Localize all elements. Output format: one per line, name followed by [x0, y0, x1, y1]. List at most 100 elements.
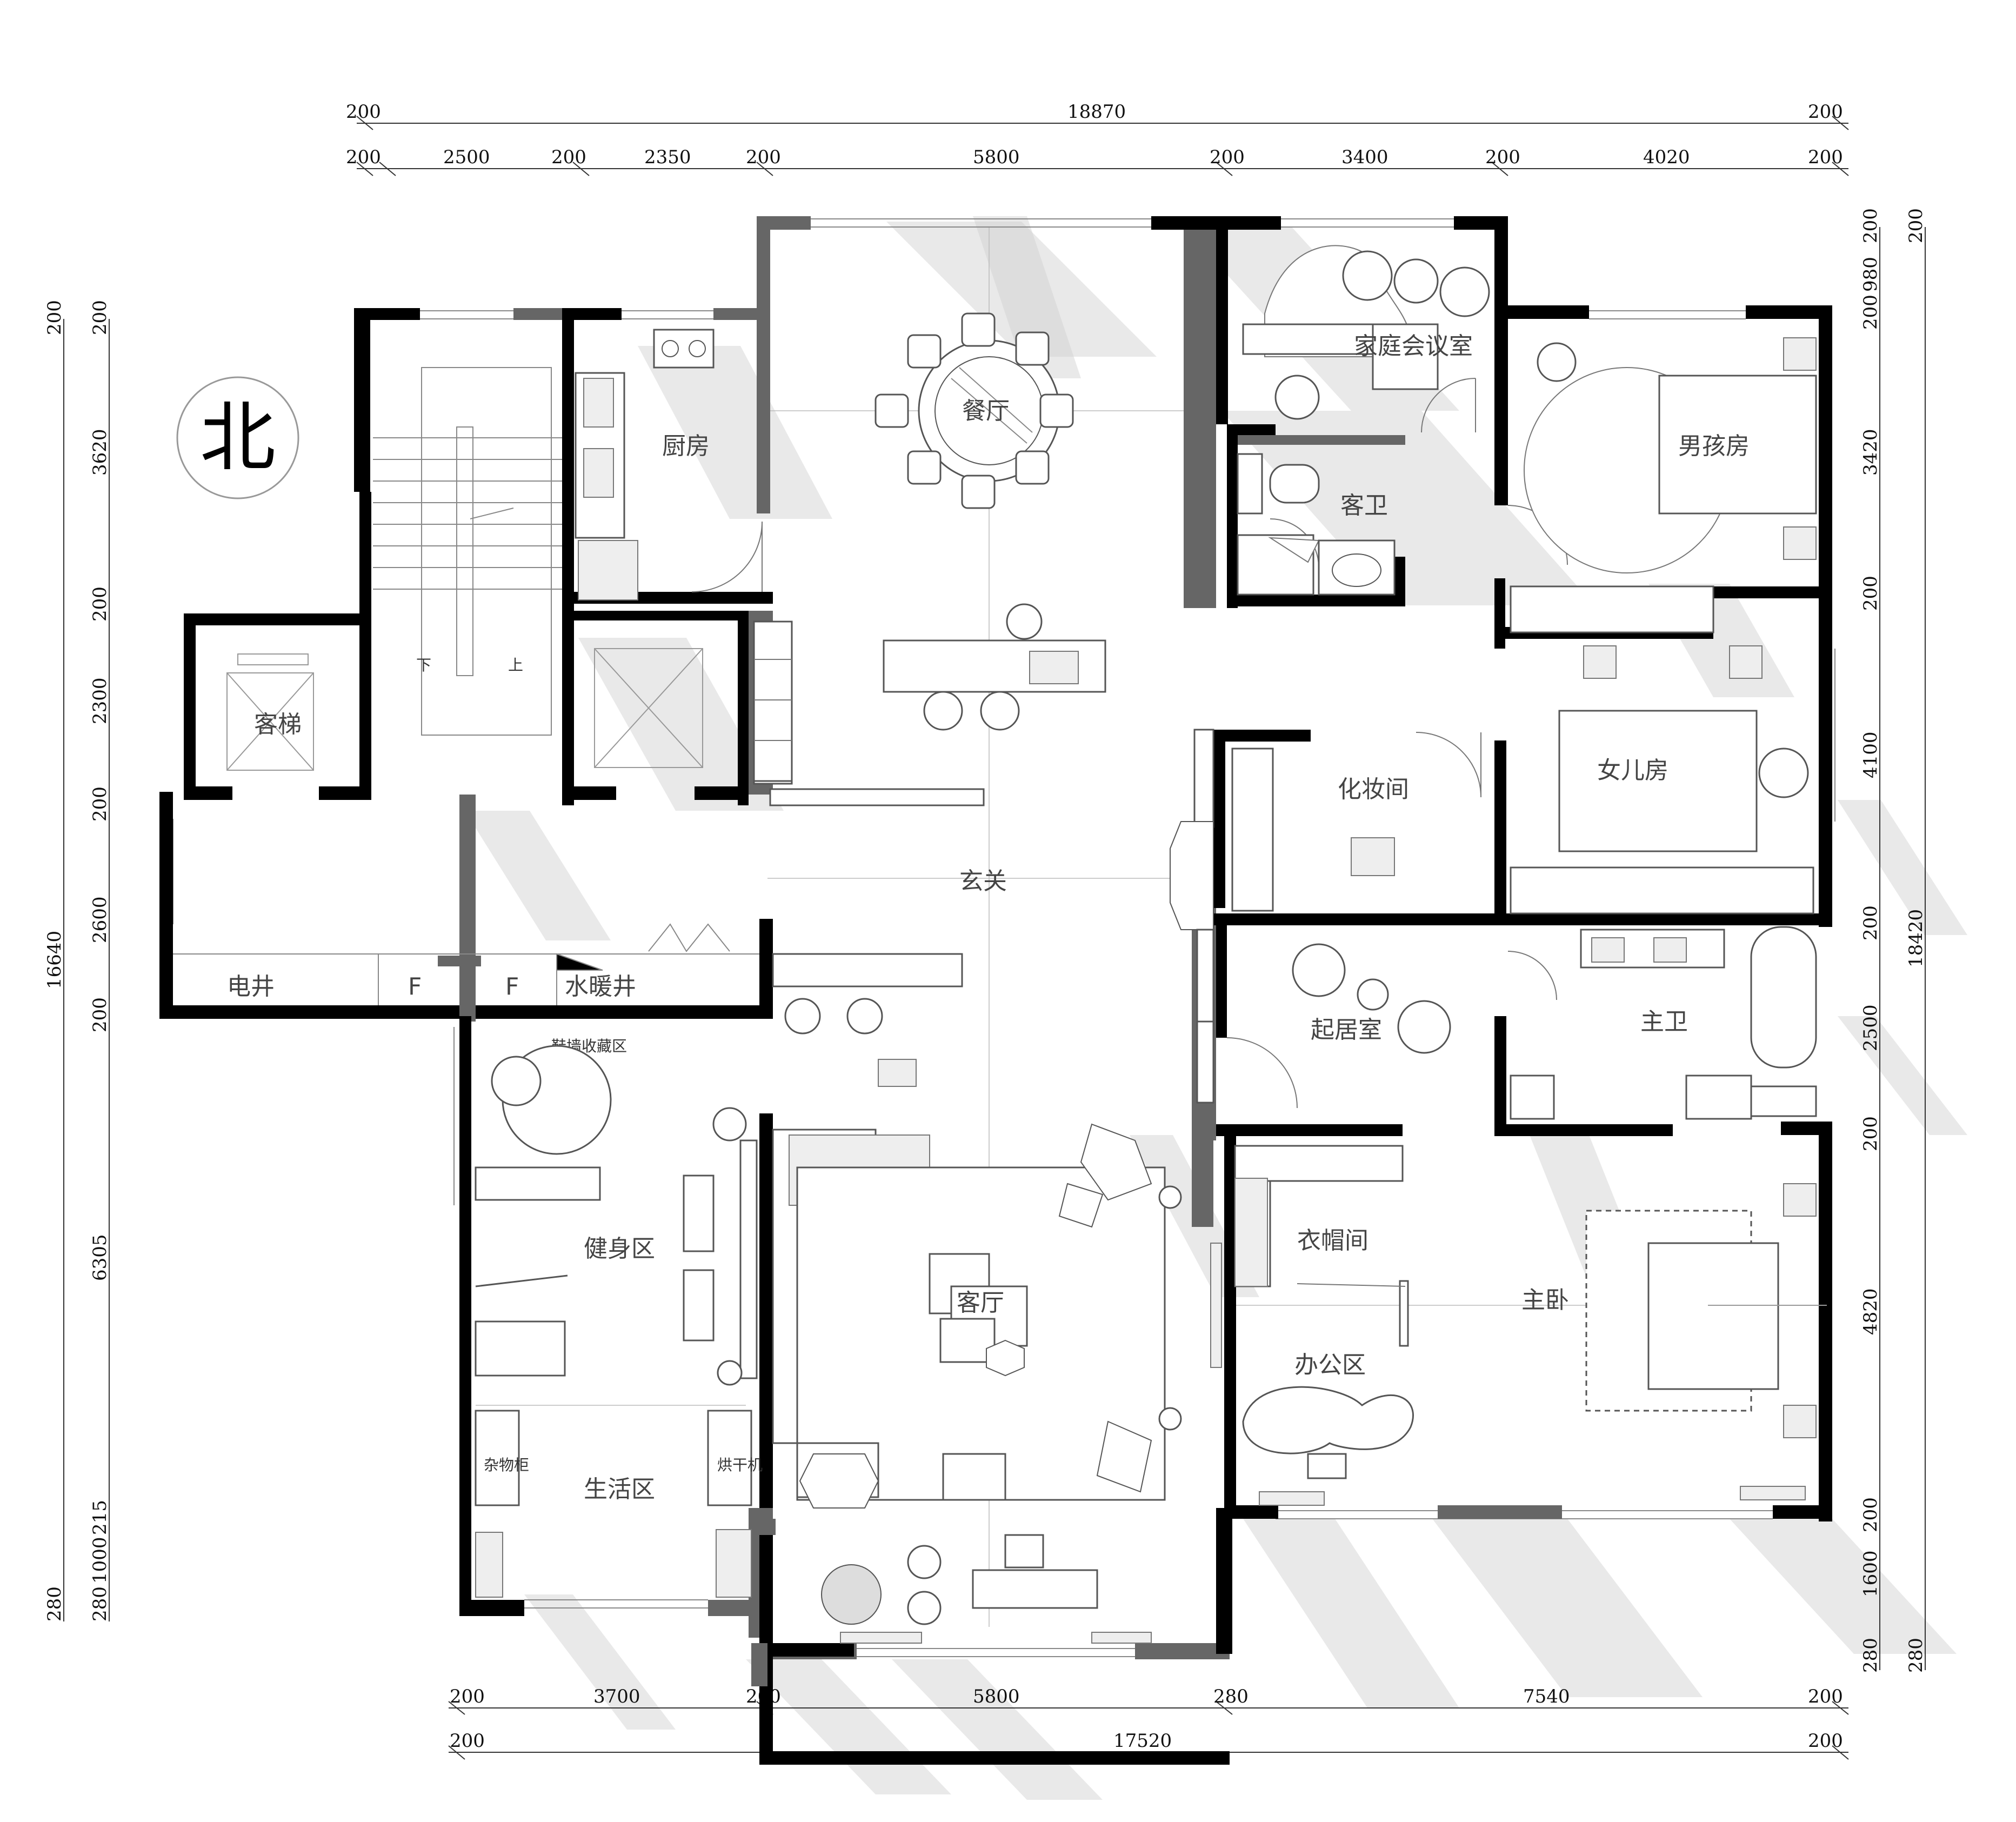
living-area-label: 生活区	[584, 1476, 655, 1503]
dim-left-total-value: 16640	[44, 931, 65, 989]
dim-top-seg: 200	[1808, 146, 1843, 168]
staircase	[373, 367, 562, 736]
dim-top-seg: 200	[1210, 146, 1245, 168]
dim-bottom-total-left: 200	[450, 1730, 485, 1752]
guest-bath-label: 客卫	[1340, 492, 1388, 519]
makeup-room-label: 化妆间	[1338, 776, 1409, 803]
dim-bottom-total-value: 17520	[1113, 1730, 1172, 1752]
dim-right-seg: 200	[1860, 1497, 1881, 1532]
fitness-equipment	[475, 1045, 758, 1386]
master-bath-label: 主卫	[1640, 1008, 1688, 1036]
dim-top-total-left: 200	[346, 101, 381, 123]
dim-top-seg: 4020	[1643, 146, 1690, 168]
sitting-room-furniture	[1196, 929, 1451, 1104]
dim-left-seg: 3620	[89, 429, 111, 476]
dim-right-total-bottom: 280	[1905, 1638, 1927, 1673]
stair-up-label: 上	[508, 656, 523, 674]
boys-room-label: 男孩房	[1678, 432, 1750, 460]
boys-room-furniture	[1510, 337, 1817, 633]
dim-left-seg: 200	[89, 586, 111, 622]
dim-top-seg: 200	[1485, 146, 1520, 168]
guest-elevator	[226, 653, 314, 771]
dim-right-total-value: 18420	[1905, 909, 1927, 967]
shaft-row	[173, 923, 759, 1005]
family-meeting-furniture	[1242, 245, 1490, 420]
makeup-room-furniture	[1193, 729, 1395, 912]
dim-bottom-seg: 3700	[593, 1686, 640, 1707]
dim-left-seg: 2300	[89, 677, 111, 724]
dim-left-seg: 2600	[89, 896, 111, 943]
dim-top-total-right: 200	[1808, 101, 1843, 123]
dim-bottom-seg: 5800	[973, 1686, 1020, 1707]
dim-left-seg: 200	[89, 997, 111, 1032]
stair-down-label: 下	[416, 656, 431, 674]
dim-left-seg: 200	[89, 786, 111, 822]
dim-right-seg: 3420	[1860, 429, 1881, 476]
dim-bottom-seg: 200	[450, 1686, 485, 1707]
living-area-fixtures	[475, 1410, 752, 1598]
dim-left-seg: 215	[89, 1500, 111, 1535]
doors	[691, 378, 1568, 1109]
kitchen-island	[883, 603, 1106, 731]
dim-left-seg: 200	[89, 300, 111, 335]
foyer-label: 玄关	[959, 867, 1007, 895]
service-elevator	[594, 648, 703, 768]
guest-bath-fixtures	[1237, 453, 1396, 596]
dim-right-seg: 4100	[1860, 731, 1881, 778]
dim-right-seg: 2500	[1860, 1004, 1881, 1051]
dim-top-total-value: 18870	[1067, 101, 1126, 123]
compass-label: 北	[200, 394, 276, 482]
dim-bottom-total-right: 200	[1808, 1730, 1843, 1752]
shaft-f1-label: F	[408, 973, 422, 1000]
living-room-label: 客厅	[957, 1289, 1004, 1317]
dim-top-seg: 2350	[644, 146, 691, 168]
dim-bottom-seg: 200	[1808, 1686, 1843, 1707]
kitchen-fixtures	[575, 329, 715, 600]
walls	[159, 216, 1832, 1765]
master-bedroom-label: 主卧	[1521, 1286, 1569, 1314]
shaft-f2-label: F	[505, 973, 519, 1000]
dim-bottom-seg: 7540	[1523, 1686, 1570, 1707]
office-furniture	[1242, 1386, 1414, 1506]
sitting-room-label: 起居室	[1311, 1016, 1382, 1044]
dim-right-seg: 280	[1860, 1638, 1881, 1673]
dim-bottom-seg: 280	[1213, 1686, 1249, 1707]
daughters-room-label: 女儿房	[1597, 757, 1668, 784]
dim-right-seg: 200	[1860, 576, 1881, 611]
living-room-furniture	[772, 1123, 1222, 1509]
dining-label: 餐厅	[962, 397, 1010, 425]
storage-cabinet-label: 杂物柜	[484, 1456, 529, 1474]
fitness-label: 健身区	[584, 1235, 655, 1263]
kitchen-label: 厨房	[662, 432, 710, 460]
guest-elevator-label: 客梯	[254, 711, 302, 738]
dim-left-seg: 280	[89, 1586, 111, 1621]
dim-top-seg: 200	[551, 146, 586, 168]
dim-right-seg: 1600	[1860, 1550, 1881, 1597]
bottom-lounge-furniture	[821, 1534, 1152, 1644]
dining-table	[875, 312, 1074, 509]
dim-right-seg: 200	[1860, 295, 1881, 330]
dim-left-total-bottom: 280	[44, 1586, 65, 1621]
dim-right-seg: 4820	[1860, 1288, 1881, 1335]
dim-left-seg: 6305	[89, 1234, 111, 1281]
compass-north: 北	[176, 376, 299, 499]
dim-left-total-top: 200	[44, 300, 65, 335]
family-meeting-label: 家庭会议室	[1354, 332, 1473, 360]
dryer-label: 烘干机	[717, 1456, 763, 1474]
master-bedroom-furniture	[1585, 1183, 1827, 1500]
master-bath-fixtures	[1510, 926, 1817, 1120]
water-heating-shaft-label: 水暖井	[565, 973, 636, 1000]
dim-left-seg: 1000	[89, 1537, 111, 1584]
dim-right-total-top: 200	[1905, 208, 1927, 243]
dim-right-seg: 200	[1860, 905, 1881, 940]
dim-right-seg: 980	[1860, 257, 1881, 292]
dim-top-seg: 5800	[973, 146, 1020, 168]
dim-top-seg: 3400	[1341, 146, 1388, 168]
walk-in-closet-furniture	[1234, 1145, 1409, 1347]
dim-right-seg: 200	[1860, 1116, 1881, 1151]
dim-top-seg: 200	[746, 146, 781, 168]
office-label: 办公区	[1294, 1351, 1366, 1379]
dim-top-seg: 2500	[443, 146, 490, 168]
cabinets	[753, 620, 793, 782]
